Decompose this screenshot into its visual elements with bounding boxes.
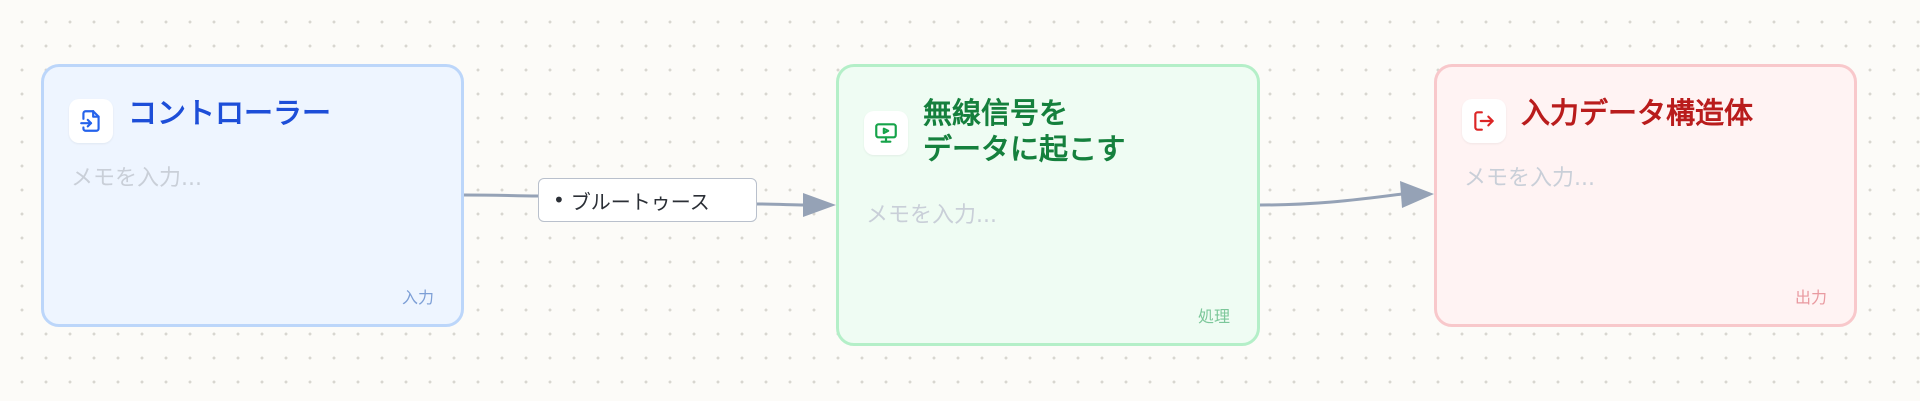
node-title: 無線信号を データに起こす	[923, 96, 1126, 166]
node-title: コントローラー	[128, 96, 332, 130]
bullet-icon: •	[553, 188, 565, 212]
edge-label-text: ブルートゥース	[570, 189, 710, 214]
node-process[interactable]: 無線信号を データに起こす メモを入力... 処理	[836, 64, 1260, 346]
node-type-badge: 出力	[1794, 288, 1827, 307]
edge-process-to-output[interactable]	[1259, 192, 1403, 207]
node-output[interactable]: 入力データ構造体 メモを入力... 出力	[1434, 64, 1857, 327]
monitor-play-icon	[864, 111, 908, 155]
log-out-icon	[1462, 99, 1506, 143]
arrowhead-to-output	[1400, 181, 1434, 208]
node-header: 入力データ構造体	[1462, 95, 1753, 143]
arrowhead-to-process	[803, 193, 836, 217]
edge-label-bluetooth[interactable]: • ブルートゥース	[538, 178, 757, 222]
node-controller[interactable]: コントローラー メモを入力... 入力	[41, 64, 464, 327]
memo-input[interactable]: メモを入力...	[866, 203, 997, 228]
memo-input[interactable]: メモを入力...	[71, 166, 202, 191]
node-type-badge: 処理	[1197, 307, 1230, 326]
node-title: 入力データ構造体	[1521, 96, 1754, 130]
node-header: コントローラー	[69, 95, 331, 143]
memo-input[interactable]: メモを入力...	[1464, 166, 1595, 191]
edge-controller-to-process-tail[interactable]	[755, 202, 806, 207]
edge-controller-to-process[interactable]	[463, 193, 541, 198]
node-type-badge: 入力	[401, 288, 434, 307]
node-header: 無線信号を データに起こす	[864, 95, 1125, 167]
file-import-icon	[69, 99, 113, 143]
